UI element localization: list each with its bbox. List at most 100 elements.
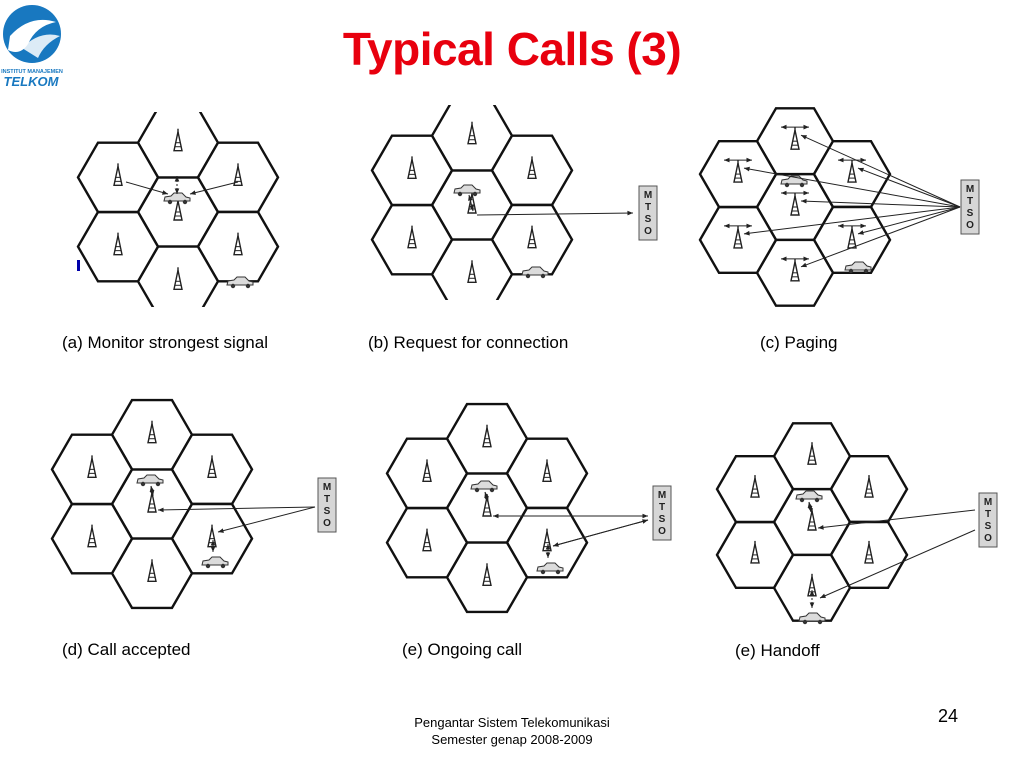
- car-wheel: [863, 268, 869, 274]
- mtso-rect: [317, 477, 337, 533]
- arrow-head: [858, 167, 864, 173]
- mtso-letter: M: [658, 490, 666, 501]
- car-body: [470, 480, 498, 490]
- mtso-letter: S: [967, 208, 974, 219]
- arrow-head: [149, 486, 155, 492]
- tower-frame: [864, 543, 874, 564]
- cell-tower-icon: [750, 475, 760, 498]
- car-icon: [201, 556, 229, 569]
- signal-arrow: [476, 212, 634, 216]
- car-icon: [536, 562, 564, 575]
- mtso-letter: M: [323, 482, 331, 493]
- cell-tower-icon: [542, 459, 552, 483]
- cell-tower-icon: [807, 442, 817, 465]
- cell-tower-icon: [87, 524, 97, 548]
- arrow-head: [746, 223, 752, 229]
- car-icon: [798, 612, 826, 625]
- cell-tower-icon: [790, 127, 800, 150]
- arrow-head: [860, 223, 866, 229]
- caption-monitor-signal: (a) Monitor strongest signal: [62, 333, 268, 352]
- signal-arrow: [743, 167, 961, 208]
- signal-arrow: [819, 529, 976, 599]
- slide-title: Typical Calls (3): [342, 23, 682, 75]
- tower-frame: [173, 270, 183, 290]
- tower-frame: [173, 131, 183, 152]
- arrow-head: [818, 525, 824, 530]
- arrow-head: [484, 492, 489, 498]
- cell-tower-icon: [207, 455, 217, 479]
- arrow-head: [809, 590, 815, 596]
- tower-frame: [807, 445, 817, 465]
- cell-tower-icon: [233, 232, 243, 256]
- arrow-head: [781, 124, 787, 130]
- arrow-head: [162, 190, 168, 195]
- cell-tower-icon: [807, 508, 817, 531]
- signal-arrow: [552, 519, 649, 547]
- car-wheel: [814, 497, 820, 503]
- car-wheel: [230, 283, 236, 289]
- arrow-head: [746, 157, 752, 163]
- car-wheel: [472, 191, 478, 197]
- car-wheel: [489, 487, 495, 493]
- tower-frame: [482, 566, 492, 586]
- cell-tower-icon: [407, 156, 417, 180]
- arrow-head: [468, 195, 473, 201]
- signal-arrow: [800, 206, 961, 268]
- footer: Pengantar Sistem Telekomunikasi Semester…: [400, 714, 624, 748]
- tower-frame: [113, 235, 123, 256]
- tower-frame: [790, 195, 800, 216]
- mtso-letter: S: [645, 214, 652, 225]
- stray-mark: [77, 260, 80, 271]
- cell-tower-icon: [733, 225, 743, 249]
- tower-frame: [467, 193, 477, 214]
- tower-frame: [87, 458, 97, 479]
- cell-tower-icon: [113, 163, 123, 187]
- mtso-letter: T: [645, 202, 651, 213]
- cell-tower-icon: [422, 528, 432, 552]
- mtso-letter: O: [323, 518, 331, 529]
- arrow-head: [627, 210, 633, 216]
- arrow-head: [190, 190, 196, 195]
- car-wheel: [525, 273, 531, 279]
- arrow-head: [781, 190, 787, 196]
- cell-tower-icon: [233, 163, 243, 187]
- tower-frame: [807, 510, 817, 531]
- tower-frame: [113, 166, 123, 187]
- car-wheel: [540, 569, 546, 575]
- page-number: 24: [938, 706, 959, 726]
- tower-frame: [733, 228, 743, 249]
- car-wheel: [205, 563, 211, 569]
- mtso-letter: T: [985, 509, 991, 520]
- cell-tower-icon: [847, 160, 857, 183]
- tower-frame: [233, 235, 243, 256]
- car-wheel: [220, 563, 226, 569]
- cell-tower-icon: [790, 258, 800, 282]
- car-body: [201, 556, 229, 566]
- car-body: [226, 276, 254, 286]
- tower-frame: [207, 458, 217, 479]
- tower-frame: [847, 162, 857, 183]
- cell-tower-icon: [733, 160, 743, 183]
- car-body: [453, 184, 481, 194]
- car-icon: [521, 266, 549, 279]
- signal-arrow: [743, 206, 961, 235]
- arrow-head: [858, 230, 864, 235]
- caption-request-connection: (b) Request for connection: [368, 333, 569, 352]
- mtso-letter: S: [324, 506, 331, 517]
- arrow-head: [553, 542, 559, 547]
- tower-frame: [467, 124, 477, 145]
- mtso-rect: [978, 492, 998, 548]
- tower-frame: [173, 200, 183, 221]
- signal-arrow: [857, 167, 961, 208]
- cell-tower-icon: [407, 225, 417, 249]
- car-icon: [470, 480, 498, 493]
- arrow-head: [744, 230, 750, 236]
